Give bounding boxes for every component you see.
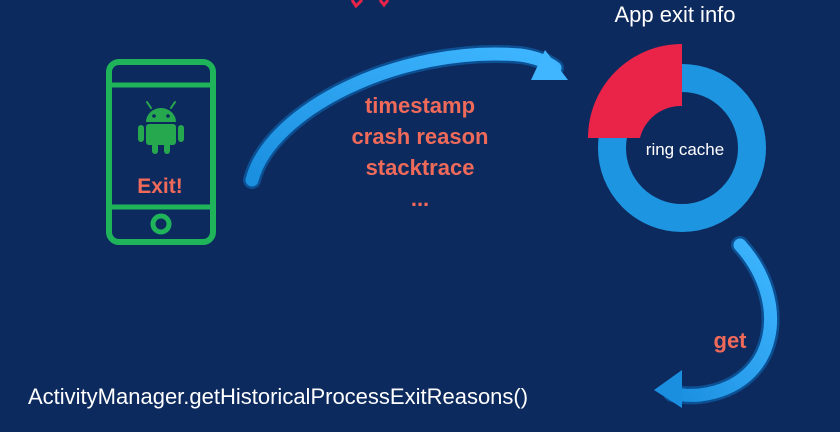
field-crash-reason: crash reason [351, 124, 489, 149]
ring-cache-icon [588, 44, 766, 232]
field-timestamp: timestamp [364, 93, 476, 118]
top-fragment-icon [350, 0, 390, 9]
exit-info-fields: timestamp crash reason stacktrace ... [320, 90, 520, 214]
ring-cache-label: ring cache [645, 140, 725, 159]
field-ellipsis: ... [410, 186, 430, 211]
app-exit-info-title: App exit info [614, 2, 736, 27]
api-call-label: ActivityManager.getHistoricalProcessExit… [28, 384, 529, 409]
android-icon [138, 101, 184, 154]
get-label: get [713, 328, 747, 353]
get-arrow-icon [654, 236, 780, 408]
transfer-arrow-icon [243, 45, 568, 189]
phone-icon [106, 59, 216, 245]
field-stacktrace: stacktrace [365, 155, 475, 180]
phone-exit-label: Exit! [137, 175, 183, 198]
